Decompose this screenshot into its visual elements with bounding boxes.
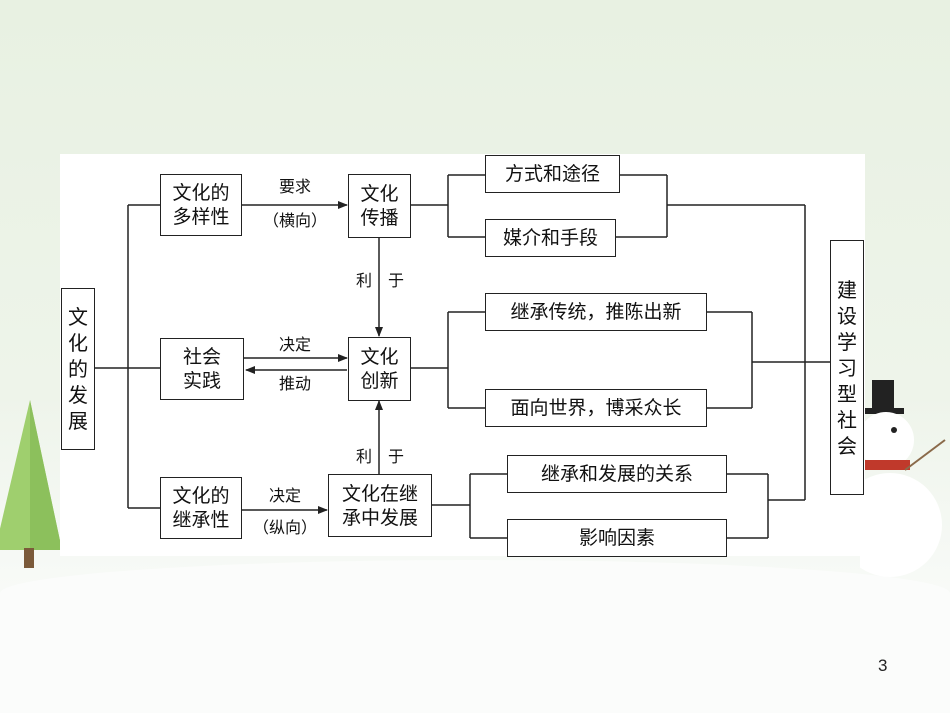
node-media-means: 媒介和手段 — [485, 219, 616, 257]
node-inherit-develop: 文化在继 承中发展 — [328, 474, 432, 537]
label-horizontal: （横向） — [262, 211, 327, 230]
pine-tree-decoration — [0, 400, 62, 568]
page-number: 3 — [878, 656, 888, 675]
node-inherit-tradition: 继承传统，推陈出新 — [485, 293, 707, 331]
snowman-decoration — [860, 380, 946, 577]
label-decide-top: 决定 — [278, 335, 311, 354]
node-cultural-spread: 文化 传播 — [348, 174, 411, 238]
node-factors: 影响因素 — [507, 519, 727, 557]
node-social-practice: 社会 实践 — [160, 338, 244, 400]
label-benefit-bottom: 利 于 — [355, 447, 404, 466]
node-cultural-development: 文 化 的 发 展 — [61, 288, 95, 450]
label-push: 推动 — [278, 374, 311, 393]
node-face-world: 面向世界，博采众长 — [485, 389, 707, 427]
snow-ground — [0, 560, 950, 713]
node-relation: 继承和发展的关系 — [507, 455, 727, 493]
node-way-channel: 方式和途径 — [485, 155, 620, 193]
node-cultural-inheritance: 文化的 继承性 — [160, 477, 242, 539]
node-cultural-diversity: 文化的 多样性 — [160, 174, 242, 236]
label-vertical: （纵向） — [252, 518, 317, 537]
label-decide-bottom: 决定 — [268, 486, 301, 505]
label-require: 要求 — [278, 177, 311, 196]
label-benefit-top: 利 于 — [355, 271, 404, 290]
node-learning-society: 建 设 学 习 型 社 会 — [830, 240, 864, 495]
node-cultural-innovation: 文化 创新 — [348, 337, 411, 401]
